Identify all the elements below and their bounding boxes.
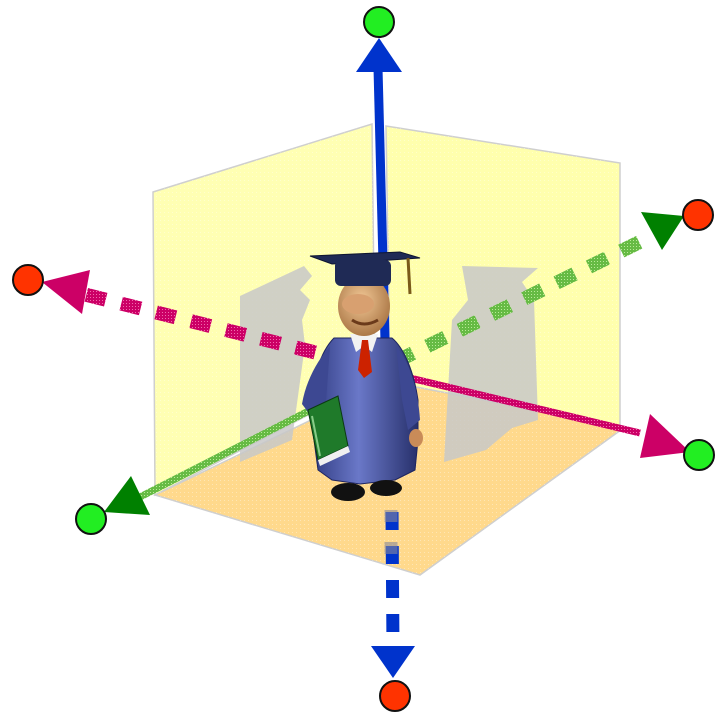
mouth xyxy=(351,318,379,326)
right-hand xyxy=(409,429,423,447)
vertical-negative-end-dot xyxy=(379,680,411,712)
vertical-axis-negative-dashed xyxy=(385,511,400,649)
mortarboard-cap xyxy=(309,251,421,265)
right-arm xyxy=(396,346,420,430)
nose xyxy=(342,294,374,314)
horizontal-axis-positive-line xyxy=(384,368,641,437)
horizontal-axis-positive-arrowhead xyxy=(640,414,690,458)
back-wall-shadow xyxy=(444,266,538,462)
vertical-axis xyxy=(356,38,415,678)
cap-crown xyxy=(335,260,391,286)
left-wall-shadow xyxy=(240,266,312,462)
horizontal-positive-end-dot xyxy=(683,439,715,471)
horizontal-negative-end-dot xyxy=(12,264,44,296)
tassel xyxy=(406,257,412,295)
graduate-figure xyxy=(302,251,423,501)
book xyxy=(307,395,350,466)
depth-positive-end-dot xyxy=(75,503,107,535)
vertical-positive-end-dot xyxy=(363,6,395,38)
left-arm xyxy=(302,346,330,420)
tie xyxy=(358,340,372,378)
figure-shadows xyxy=(240,266,538,462)
depth-axis-negative-dashed xyxy=(391,229,656,369)
vertical-axis-negative-arrowhead xyxy=(371,646,415,678)
right-shoe xyxy=(370,480,402,496)
horizontal-axis-negative-arrowhead xyxy=(42,270,90,314)
left-shoe xyxy=(331,483,365,501)
vertical-axis-positive-arrowhead xyxy=(356,38,402,72)
depth-negative-end-dot xyxy=(682,199,714,231)
depth-axis-negative-arrowhead xyxy=(641,212,684,250)
depth-axis-positive-arrowhead xyxy=(104,476,150,515)
vertical-axis-positive-line xyxy=(373,67,391,381)
axis-end-markers xyxy=(12,6,715,712)
